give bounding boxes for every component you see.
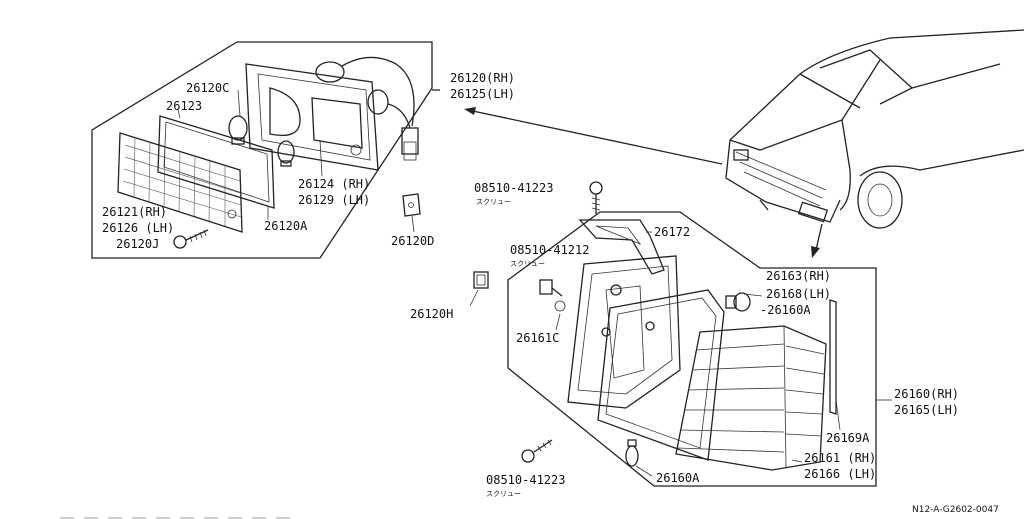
label-screw-top-part: 08510-41223: [474, 181, 553, 195]
label-26169A: 26169A: [826, 431, 870, 445]
bulb-socket: [725, 292, 751, 312]
clip-26120D: [402, 193, 421, 217]
label-screw-bottom-caption: スクリュー: [486, 490, 521, 498]
label-26129-lh: 26129 (LH): [298, 193, 370, 207]
label-26161C: 26161C: [516, 331, 559, 345]
label-26166-lh: 26166 (LH): [804, 467, 876, 481]
label-26123: 26123: [166, 99, 202, 113]
callout-arrow-upper: [432, 89, 723, 165]
label-bulb-26160A: 26160A: [656, 471, 700, 485]
label-screw-top-caption: スクリュー: [476, 198, 511, 206]
label-26120D: 26120D: [391, 234, 434, 248]
rear-lens-26161: [675, 325, 827, 471]
label-screw-bottom-part: 08510-41223: [486, 473, 565, 487]
lamp-gasket: [597, 289, 725, 461]
upper-leaders: [177, 89, 415, 233]
label-26121-rh: 26121(RH): [102, 205, 167, 219]
label-26120C: 26120C: [186, 81, 229, 95]
seal-26169A: [829, 299, 837, 415]
lower-leaders: [555, 231, 892, 477]
label-26161-rh: 26161 (RH): [804, 451, 876, 465]
lower-group-frame: [507, 211, 877, 487]
upper-group-frame: [91, 41, 433, 259]
lower-group: [507, 181, 892, 487]
label-26160-rh: 26160(RH): [894, 387, 959, 401]
label-26120J: 26120J: [116, 237, 159, 251]
label-screw-mid-part: 08510-41212: [510, 243, 589, 257]
reference-code: N12-A-G2602-0047: [912, 505, 999, 515]
wire-harness: [341, 56, 419, 161]
screw-26120J: [173, 229, 209, 249]
lamp-housing: [567, 255, 681, 409]
label-screw-mid-caption: スクリュー: [510, 260, 545, 268]
bulb-upper: [228, 115, 248, 145]
label-26120A: 26120A: [264, 219, 308, 233]
label-housing-26160A: -26160A: [760, 303, 811, 317]
screw-bottom: [521, 439, 553, 463]
car-illustration: [725, 29, 1024, 229]
label-26163-rh: 26163(RH): [766, 269, 831, 283]
label-26168-lh: 26168(LH): [766, 287, 831, 301]
turn-lens-26121: [117, 132, 243, 233]
label-26120-rh: 26120(RH): [450, 71, 515, 85]
clip-26120H: [469, 271, 489, 307]
screw-mid: [539, 279, 566, 312]
label-26172: 26172: [654, 225, 690, 239]
upper-group: [91, 41, 433, 259]
bulb-lower: [277, 140, 295, 167]
label-26125-lh: 26125(LH): [450, 87, 515, 101]
bracket-26172: [578, 219, 665, 275]
bulb-26160A: [625, 439, 639, 467]
label-26165-lh: 26165(LH): [894, 403, 959, 417]
callout-arrow-lower: [811, 223, 823, 258]
screw-top: [589, 181, 603, 214]
label-26120H: 26120H: [410, 307, 453, 321]
label-26126-lh: 26126 (LH): [102, 221, 174, 235]
label-26124-rh: 26124 (RH): [298, 177, 370, 191]
turn-lamp-housing: [245, 61, 389, 171]
